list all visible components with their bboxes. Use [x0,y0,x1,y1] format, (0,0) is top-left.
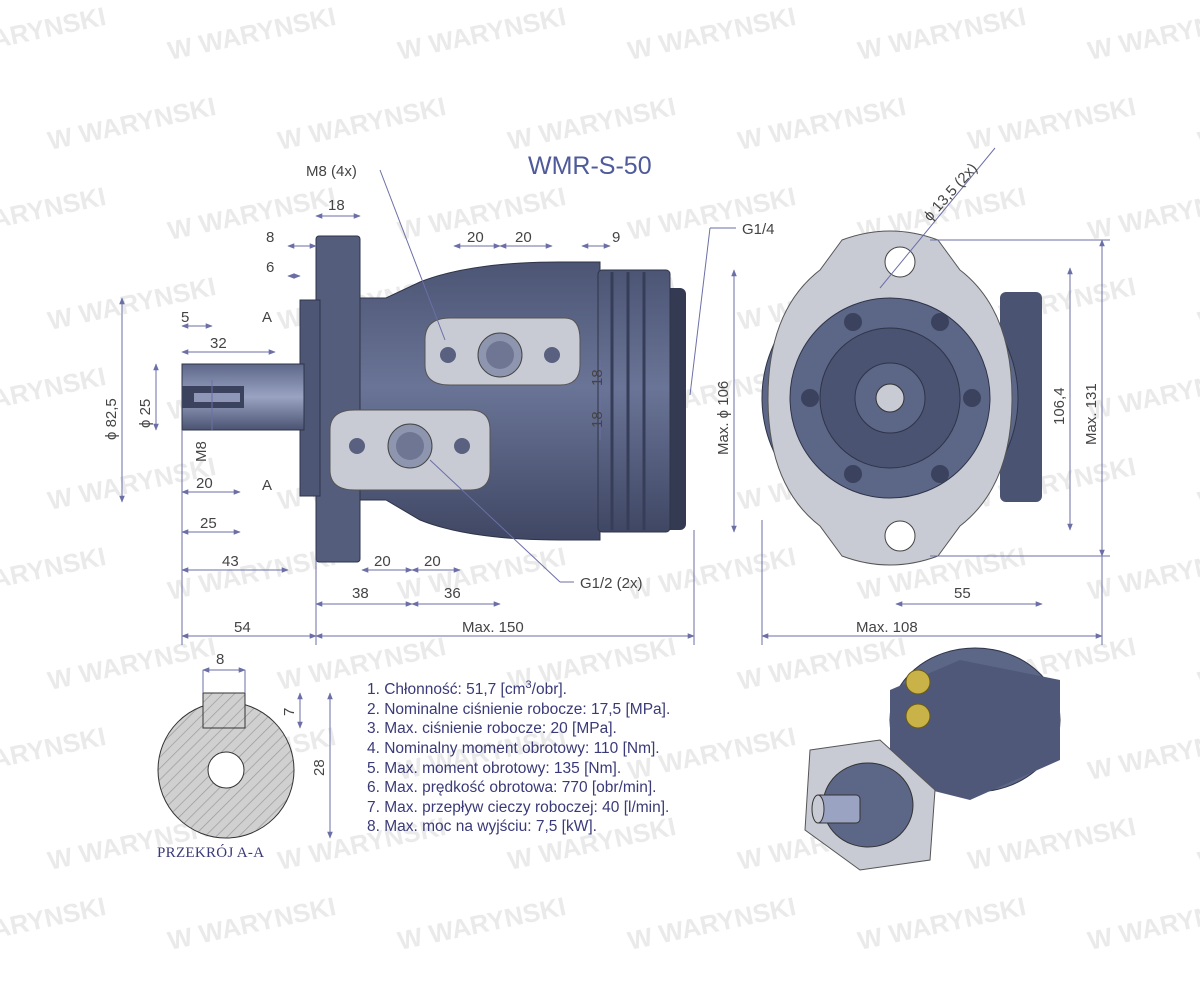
port-spacing-bottom: 18 [589,411,606,428]
section-dim-7: 7 [281,708,298,716]
dim-20-bottom-a: 20 [374,553,391,570]
watermark-text: W WARYNSKI [395,891,568,956]
watermark-text: W WARYNSKI [625,1,798,66]
dim-54: 54 [234,619,251,636]
dim-20-top-b: 20 [515,229,532,246]
dim-8-top: 8 [266,229,274,246]
spec-item: 5. Max. moment obrotowy: 135 [Nm]. [367,759,787,779]
spec-item: 8. Max. moc na wyjściu: 7,5 [kW]. [367,817,787,837]
dim-20-top-a: 20 [467,229,484,246]
watermark-text: W WARYNSKI [735,91,908,156]
dim-38: 38 [352,585,369,602]
section-caption: PRZEKRÓJ A-A [157,845,265,861]
watermark-text: W WARYNSKI [1085,1,1200,66]
mounting-flange [315,235,361,563]
dim-max-dia-106: Max. ϕ 106 [715,381,732,455]
spec-item: 1. Chłonność: 51,7 [cm3/obr]. [367,676,787,700]
port-spacing-top: 18 [589,369,606,386]
dim-20-key: 20 [196,475,213,492]
dim-32: 32 [210,335,227,352]
watermark-text: W WARYNSKI [0,1,108,66]
watermark-text: W WARYNSKI [395,1,568,66]
dim-36: 36 [444,585,461,602]
watermark-text: W WARYNSKI [0,891,108,956]
dim-5: 5 [181,309,189,326]
dimension-lines [119,147,1110,839]
spec-text: 1. Chłonność: 51,7 [cm [367,681,526,699]
watermark-text: W WARYNSKI [1085,181,1200,246]
motor-body [355,261,601,541]
label-g1-2: G1/2 (2x) [580,575,643,592]
spec-list: 1. Chłonność: 51,7 [cm3/obr]. 2. Nominal… [367,676,787,837]
spec-text: 5. Max. moment obrotowy: 135 [Nm]. [367,759,622,777]
watermark-text: W WARYNSKI [275,91,448,156]
dim-18-top: 18 [328,197,345,214]
watermark-text: W WARYNSKI [855,891,1028,956]
spec-item: 3. Max. ciśnienie robocze: 20 [MPa]. [367,719,787,739]
dim-25-shaft: 25 [200,515,217,532]
spec-text: 4. Nominalny moment obrotowy: 110 [Nm]. [367,739,660,757]
watermark-text: W WARYNSKI [165,541,338,606]
spec-sup: 3 [525,679,532,691]
label-m8-4x: M8 (4x) [306,163,357,180]
dim-6-top: 6 [266,259,274,276]
watermark-text: W WARYNSKI [965,811,1138,876]
watermark-text: W WARYNSKI [625,541,798,606]
front-view [761,230,1042,566]
watermark-text: W WARYNSKI [855,1,1028,66]
stator [597,269,671,533]
watermark-text: W WARYNSKI [0,181,108,246]
dim-max-108: Max. 108 [856,619,918,636]
watermark-text: W WARYNSKI [45,631,218,696]
side-view [181,235,686,563]
drawing-title: WMR-S-50 [528,152,652,180]
dim-20-bottom-b: 20 [424,553,441,570]
watermark-text: W WARYNSKI [505,91,678,156]
watermark-text: W WARYNSKI [1195,271,1200,336]
watermark-text: W WARYNSKI [165,181,338,246]
watermark-text: W WARYNSKI [0,361,108,426]
section-dim-8: 8 [216,651,224,668]
watermark-text: W WARYNSKI [0,721,108,786]
watermark-text: W WARYNSKI [165,1,338,66]
spec-item: 7. Max. przepływ cieczy roboczej: 40 [l/… [367,798,787,818]
dim-9-top: 9 [612,229,620,246]
watermark-text: W WARYNSKI [1195,91,1200,156]
watermark-text: W WARYNSKI [1195,811,1200,876]
section-mark-bottom: A [262,477,272,494]
spec-item: 6. Max. prędkość obrotowa: 770 [obr/min]… [367,778,787,798]
watermark-text: W WARYNSKI [0,541,108,606]
watermark-text: W WARYNSKI [45,91,218,156]
spec-item: 4. Nominalny moment obrotowy: 110 [Nm]. [367,739,787,759]
dim-max-150: Max. 150 [462,619,524,636]
watermark-text: W WARYNSKI [1195,451,1200,516]
spec-item: 2. Nominalne ciśnienie robocze: 17,5 [MP… [367,700,787,720]
label-g1-4: G1/4 [742,221,775,238]
watermark-text: W WARYNSKI [1195,631,1200,696]
section-mark-top: A [262,309,272,326]
spec-text: 7. Max. przepływ cieczy roboczej: 40 [l/… [367,798,670,816]
dim-m8: M8 [193,441,210,462]
watermark-text: W WARYNSKI [165,891,338,956]
spec-text: 2. Nominalne ciśnienie robocze: 17,5 [MP… [367,700,671,718]
section-a-a [157,692,295,839]
spec-suffix: /obr]. [531,681,567,699]
dim-43: 43 [222,553,239,570]
iso-view [804,647,1061,871]
dim-dia-82-5: ϕ 82,5 [103,398,120,440]
spec-text: 8. Max. moc na wyjściu: 7,5 [kW]. [367,818,597,836]
dim-106-4: 106,4 [1051,387,1068,425]
dim-dia-25: ϕ 25 [137,399,154,428]
section-dim-28: 28 [311,759,328,776]
spec-text: 6. Max. prędkość obrotowa: 770 [obr/min]… [367,779,657,797]
spec-text: 3. Max. ciśnienie robocze: 20 [MPa]. [367,720,617,738]
watermark-text: W WARYNSKI [625,891,798,956]
dim-max-131: Max. 131 [1083,383,1100,445]
watermark-text: W WARYNSKI [965,91,1138,156]
watermark-text: W WARYNSKI [1085,721,1200,786]
watermark-text: W WARYNSKI [1085,891,1200,956]
dim-55: 55 [954,585,971,602]
watermark-text: W WARYNSKI [395,541,568,606]
